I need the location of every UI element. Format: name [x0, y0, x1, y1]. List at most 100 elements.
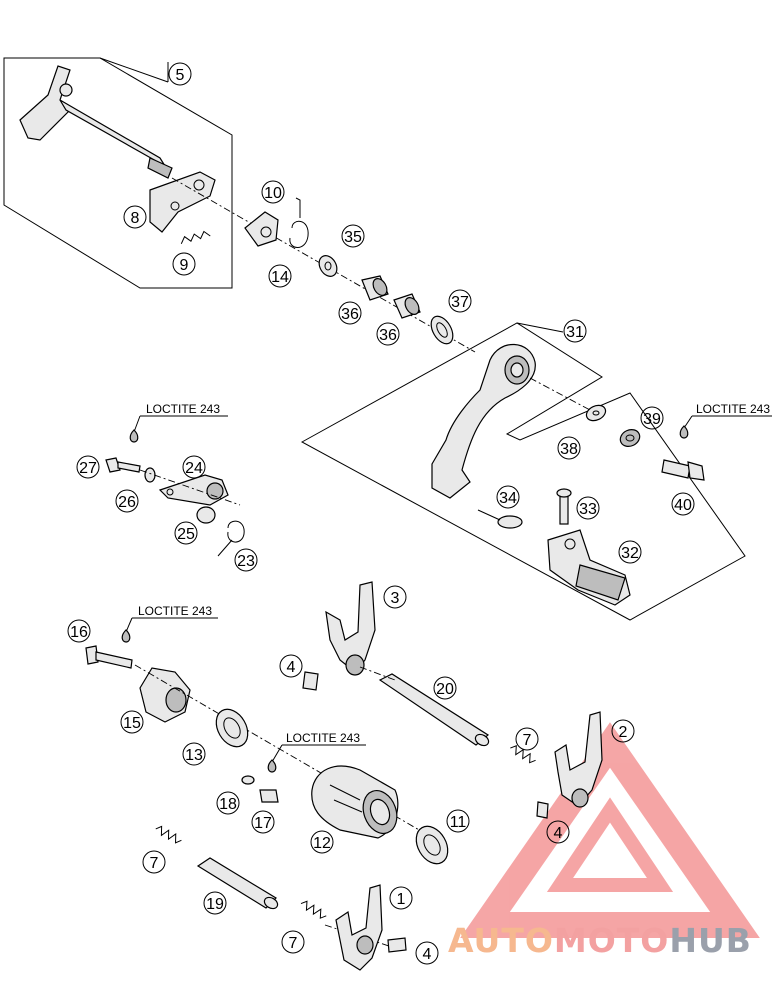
axis-line-rod-20	[359, 666, 396, 681]
axis-line-shaft	[171, 177, 476, 353]
pin-33	[556, 488, 572, 525]
callout-13-label: 13	[185, 747, 203, 764]
callout-4c: 4	[415, 941, 439, 965]
shift-shaft-group-box	[3, 57, 233, 289]
callout-24: 24	[182, 455, 206, 479]
callout-26: 26	[115, 489, 139, 513]
loctite-label-1: LOCTITE 243	[146, 402, 220, 416]
callout-5: 5	[168, 62, 192, 86]
callout-4b-label: 4	[554, 825, 563, 842]
shift-drum-12	[311, 765, 399, 839]
washer-26	[144, 467, 156, 483]
callout-23-label: 23	[237, 553, 255, 570]
callout-26-label: 26	[118, 494, 136, 511]
callout-35-label: 35	[344, 229, 362, 246]
callout-34: 34	[496, 485, 520, 509]
washer-18	[241, 775, 255, 785]
callout-7c-label: 7	[289, 935, 298, 952]
callout-36a: 36	[338, 301, 362, 325]
loctite-callout-1: LOCTITE 243	[129, 402, 228, 443]
callout-13: 13	[182, 742, 206, 766]
callout-24-label: 24	[185, 460, 203, 477]
svg-text:AUTOMOTOHUB: AUTOMOTOHUB	[448, 921, 752, 960]
callout-3: 3	[383, 585, 407, 609]
watermark-logo-triangle	[460, 722, 760, 938]
spring-9	[180, 230, 211, 244]
callout-18-label: 18	[219, 796, 237, 813]
pin-17	[259, 789, 279, 803]
callout-12: 12	[310, 830, 334, 854]
fork-rod-19	[196, 857, 279, 910]
callout-7a: 7	[515, 727, 539, 751]
footpeg-tip-32	[547, 529, 631, 606]
pin-4c	[387, 937, 407, 953]
callout-32: 32	[618, 540, 642, 564]
callout-38-label: 38	[560, 441, 578, 458]
callout-18: 18	[216, 791, 240, 815]
axis-line-detent	[139, 469, 241, 506]
callout-1-label: 1	[397, 891, 406, 908]
callout-2: 2	[611, 719, 635, 743]
spring-7b	[155, 825, 182, 844]
loctite-label-3: LOCTITE 243	[138, 604, 212, 618]
callout-4c-label: 4	[423, 946, 432, 963]
callout-25-label: 25	[177, 526, 195, 543]
callout-37: 37	[448, 289, 472, 313]
pin-4a	[302, 671, 319, 691]
callout-27-label: 27	[79, 460, 97, 477]
shift-plate	[149, 171, 216, 233]
callout-33: 33	[576, 496, 600, 520]
seal-37	[430, 315, 454, 345]
callout-34-label: 34	[499, 490, 517, 507]
callout-1: 1	[389, 886, 413, 910]
watermark-auto: AUTO	[448, 921, 554, 960]
axis-line-lever	[529, 377, 591, 411]
bolt-16	[85, 645, 133, 669]
callout-9: 9	[172, 252, 196, 276]
shift-fork-1	[335, 884, 383, 971]
loctite-label-4: LOCTITE 243	[286, 731, 360, 745]
callout-31: 31	[563, 319, 587, 343]
callout-8: 8	[123, 205, 147, 229]
bolt-27	[105, 457, 141, 473]
bearing-36b	[393, 293, 421, 319]
callout-9-label: 9	[180, 257, 189, 274]
callout-14-label: 14	[271, 269, 289, 286]
shift-fork-2	[554, 711, 603, 808]
callout-12-label: 12	[313, 835, 331, 852]
shift-star-15	[139, 667, 191, 723]
watermark-moto: MOTO	[554, 921, 669, 960]
clip-34	[477, 509, 523, 529]
callout-38: 38	[557, 436, 581, 460]
washer-38	[585, 404, 607, 422]
callout-11-label: 11	[450, 814, 467, 831]
roller-25	[196, 506, 216, 524]
callout-4a: 4	[279, 654, 303, 678]
callout-23: 23	[234, 548, 258, 572]
callout-10-label: 10	[264, 185, 282, 202]
callout-20-label: 20	[436, 681, 454, 698]
watermark-logo: AUTOMOTOHUB	[448, 921, 752, 960]
washer-35	[318, 255, 338, 277]
bearing-13	[215, 708, 249, 748]
callout-17-label: 17	[254, 815, 272, 832]
callout-36b-label: 36	[379, 327, 397, 344]
callout-4b: 4	[546, 820, 570, 844]
callout-36b: 36	[376, 322, 400, 346]
spring-23	[217, 520, 245, 557]
fork-rod-20	[378, 673, 490, 747]
callout-16-label: 16	[70, 624, 88, 641]
callout-39-label: 39	[643, 411, 661, 428]
callout-16: 16	[67, 619, 91, 643]
lever-24	[158, 474, 229, 506]
callout-7b-label: 7	[150, 855, 159, 872]
bolt-40	[661, 459, 705, 481]
callout-31-label: 31	[566, 324, 584, 341]
callout-37-label: 37	[451, 294, 469, 311]
callout-33-label: 33	[579, 501, 597, 518]
callout-14: 14	[268, 264, 292, 288]
pin-4b	[536, 801, 549, 819]
watermark-hub: HUB	[669, 921, 752, 960]
shift-shaft	[19, 65, 173, 179]
